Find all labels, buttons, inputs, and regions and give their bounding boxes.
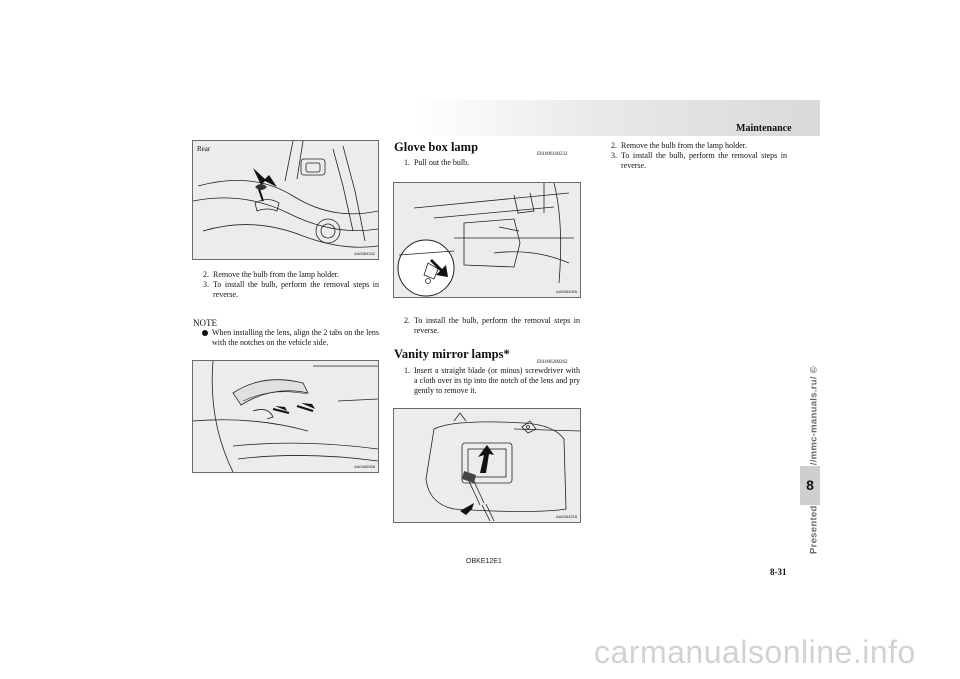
step-item: 2. To install the bulb, perform the remo…: [404, 316, 580, 335]
figure-vanity-mirror-lamp: AA0064378: [393, 408, 581, 523]
bullet-icon: [202, 330, 208, 336]
step-item: 3. To install the bulb, perform the remo…: [611, 151, 787, 170]
glove-box-illustration: [397, 183, 574, 297]
watermark: Presented by http://mmc-manuals.ru/ ©: [808, 365, 820, 555]
figure-code: AA0066558: [354, 464, 375, 469]
section-code: E01006100232: [537, 152, 568, 157]
page-number: 8-31: [770, 567, 787, 577]
site-footer-link[interactable]: carmanualsonline.info: [594, 634, 916, 670]
figure-rear-lamp: Rear AA0064332: [192, 140, 379, 260]
step-item: 3. To install the bulb, perform the remo…: [203, 280, 379, 299]
step-item: 2. Remove the bulb from the lamp holder.: [203, 270, 339, 279]
heading-vanity-mirror-lamps: Vanity mirror lamps*: [394, 347, 510, 361]
step-item: 1. Insert a straight blade (or minus) sc…: [404, 366, 580, 395]
figure-code: AA0064365: [556, 289, 577, 294]
rear-lamp-illustration: [193, 141, 378, 248]
heading-glove-box-lamp: Glove box lamp: [394, 140, 479, 154]
section-code: E01006200262: [537, 360, 568, 365]
figure-code: AA0064332: [354, 251, 375, 256]
figure-label-rear: Rear: [197, 145, 211, 153]
note-item: When installing the lens, align the 2 ta…: [202, 328, 379, 348]
figure-code: AA0064378: [556, 514, 577, 519]
step-item: 2. Remove the bulb from the lamp holder.: [611, 141, 747, 150]
vanity-mirror-illustration: [425, 412, 580, 522]
header-band: [415, 100, 820, 136]
figure-lens-tabs: AA0066558: [192, 360, 379, 473]
step-item: 1. Pull out the bulb.: [404, 158, 470, 167]
note-label: NOTE: [193, 318, 217, 328]
figure-glove-box-lamp: AA0064365: [393, 182, 581, 298]
document-code: OBKE12E1: [466, 558, 502, 565]
section-title: Maintenance: [736, 123, 792, 134]
chapter-tab: 8: [800, 466, 820, 505]
lens-tabs-illustration: [193, 361, 378, 472]
